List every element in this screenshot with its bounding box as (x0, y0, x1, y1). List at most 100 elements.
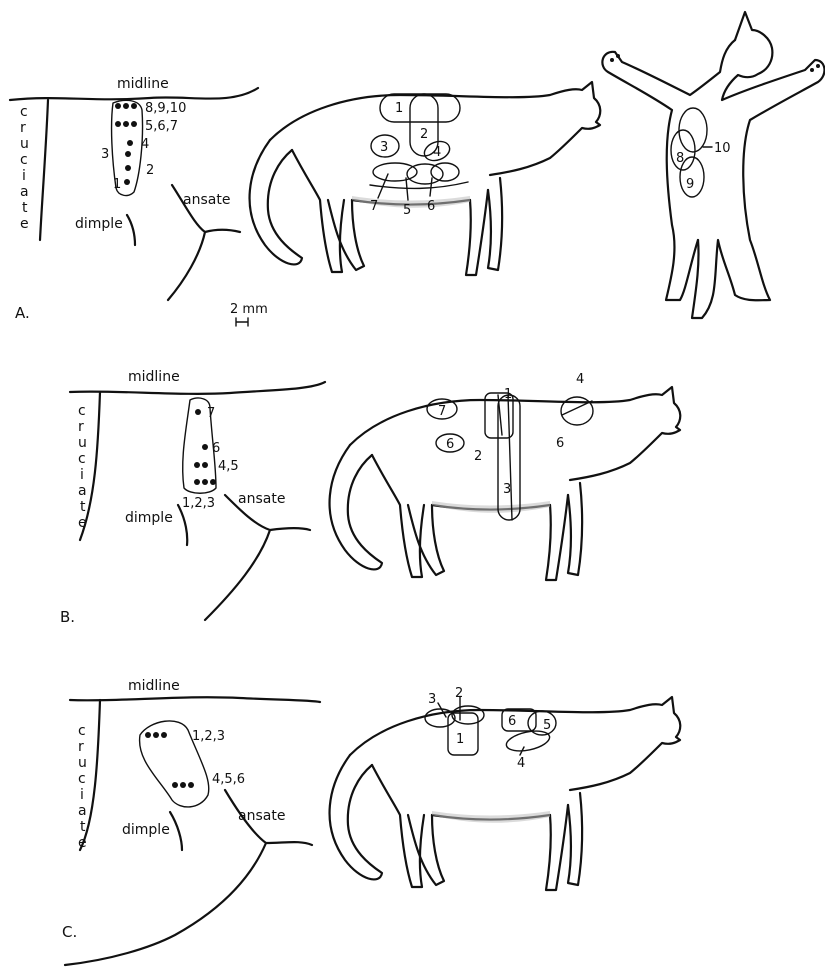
brain-map-b: midline c r u c i a t e dimple ansate 7 … (70, 369, 325, 620)
cat-side-view-b: 1 2 3 4 6 7 6 (330, 372, 681, 580)
dot-label: 4,5,6 (212, 772, 245, 787)
svg-text:u: u (78, 755, 87, 771)
dot-label: 4 (141, 137, 149, 152)
svg-text:r: r (78, 419, 84, 435)
dot-label: 1 (113, 177, 121, 192)
panel-label-a: A. (15, 304, 30, 322)
field-label: 1 (504, 387, 512, 402)
midline-label: midline (128, 369, 180, 385)
svg-text:c: c (20, 152, 28, 168)
svg-text:i: i (80, 467, 84, 483)
field-label: 4 (433, 145, 441, 160)
panel-label-c: C. (62, 923, 77, 941)
dimple-b (178, 505, 187, 545)
svg-text:c: c (78, 403, 86, 419)
field-label: 9 (686, 177, 694, 192)
cruciate-label: c r u c i a t e (20, 104, 29, 232)
dimple-a (127, 215, 135, 245)
ansate-label: ansate (238, 808, 285, 824)
field-label: 8 (676, 151, 684, 166)
field-label: 2 (420, 127, 428, 142)
svg-text:r: r (78, 739, 84, 755)
svg-text:u: u (78, 435, 87, 451)
svg-text:t: t (80, 499, 86, 515)
cat-side-view-a: 1 2 3 4 5 6 7 (250, 82, 601, 275)
panel-a: midline c r u c i a t e dimple ansate 8,… (10, 12, 824, 326)
midline-label: midline (128, 678, 180, 694)
brain-map-a: midline c r u c i a t e dimple ansate 8,… (10, 76, 258, 300)
svg-text:i: i (80, 787, 84, 803)
svg-text:c: c (78, 451, 86, 467)
cruciate-sulcus-a (40, 100, 48, 240)
field-label: 10 (714, 141, 731, 156)
midline-curve-b (70, 382, 325, 394)
dimple-label: dimple (122, 822, 170, 838)
field-label: 3 (428, 692, 436, 707)
svg-text:u: u (20, 136, 29, 152)
scale-bar: 2 mm (230, 302, 268, 326)
svg-text:e: e (20, 216, 29, 232)
field-label: 1 (395, 101, 403, 116)
field-label: 6 (508, 714, 516, 729)
recording-dots-c (145, 732, 194, 788)
midline-label: midline (117, 76, 169, 92)
receptive-field (425, 709, 455, 727)
svg-text:a: a (78, 803, 87, 819)
svg-text:t: t (22, 200, 28, 216)
svg-text:c: c (78, 771, 86, 787)
dimple-label: dimple (125, 510, 173, 526)
panel-c: midline c r u c i a t e dimple ansate 1,… (62, 678, 680, 965)
brain-map-c: midline c r u c i a t e dimple ansate 1,… (65, 678, 320, 965)
cat-ventral-view: 8 9 10 (602, 12, 824, 318)
panel-b: midline c r u c i a t e dimple ansate 7 … (60, 369, 680, 626)
field-label: 1 (456, 732, 464, 747)
dimple-label: dimple (75, 216, 123, 232)
field-label: 2 (474, 449, 482, 464)
field-label: 5 (403, 203, 411, 218)
dot-label: 6 (212, 441, 220, 456)
field-label: 5 (543, 718, 551, 733)
dot-label: 4,5 (218, 459, 239, 474)
panel-label-b: B. (60, 608, 75, 626)
dimple-c (170, 812, 182, 850)
field-label: 3 (380, 140, 388, 155)
cruciate-letter: c (20, 104, 28, 120)
svg-text:e: e (78, 515, 87, 531)
scale-bar-line (236, 318, 248, 326)
svg-text:e: e (78, 835, 87, 851)
field-label: 6 (446, 437, 454, 452)
ansate-label: ansate (183, 192, 230, 208)
midline-curve-c (70, 697, 320, 702)
svg-text:a: a (78, 483, 87, 499)
dot-label: 2 (146, 163, 154, 178)
field-label: 7 (370, 199, 378, 214)
svg-text:r: r (20, 120, 26, 136)
svg-text:c: c (78, 723, 86, 739)
recording-dots-a (115, 103, 137, 185)
cruciate-label: c r u c i a t e (78, 723, 87, 851)
receptive-field (452, 706, 484, 724)
dot-label: 7 (207, 406, 215, 421)
field-label: 6 (556, 436, 564, 451)
dot-label: 1,2,3 (182, 496, 215, 511)
scale-bar-label: 2 mm (230, 302, 268, 317)
svg-text:a: a (20, 184, 29, 200)
svg-text:t: t (80, 819, 86, 835)
receptive-field (380, 94, 460, 122)
dot-label: 1,2,3 (192, 729, 225, 744)
cat-side-view-c: 1 2 3 4 5 6 (330, 686, 681, 890)
receptive-field (407, 164, 443, 184)
dot-label: 3 (101, 147, 109, 162)
field-label: 6 (427, 199, 435, 214)
field-label: 7 (438, 404, 446, 419)
dot-label: 5,6,7 (145, 119, 178, 134)
cruciate-label: c r u c i a t e (78, 403, 87, 531)
svg-text:i: i (22, 168, 26, 184)
field-label: 3 (503, 482, 511, 497)
field-label: 4 (517, 756, 525, 771)
dot-label: 8,9,10 (145, 101, 186, 116)
field-label: 2 (455, 686, 463, 701)
ansate-label: ansate (238, 491, 285, 507)
field-label: 4 (576, 372, 584, 387)
ansate-sulcus-b (205, 495, 310, 620)
